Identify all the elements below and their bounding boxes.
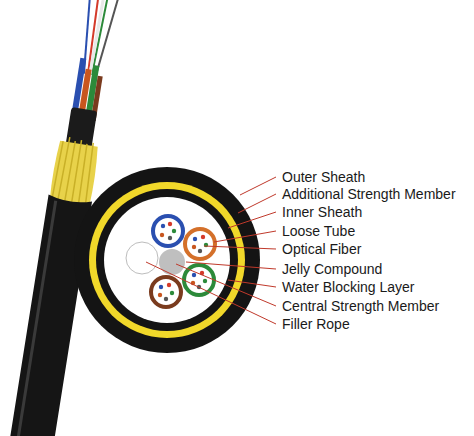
part-label: Loose Tube [282,223,355,239]
part-label: Additional Strength Member [282,186,456,202]
part-label: Filler Rope [282,316,350,332]
part-label: Water Blocking Layer [282,279,415,295]
leader-lines [146,177,276,324]
cable-cross-section [74,167,260,353]
part-label: Inner Sheath [282,204,362,220]
part-label: Central Strength Member [282,298,439,314]
part-label: Optical Fiber [282,241,361,257]
part-label: Outer Sheath [282,169,365,185]
part-label: Jelly Compound [282,261,382,277]
